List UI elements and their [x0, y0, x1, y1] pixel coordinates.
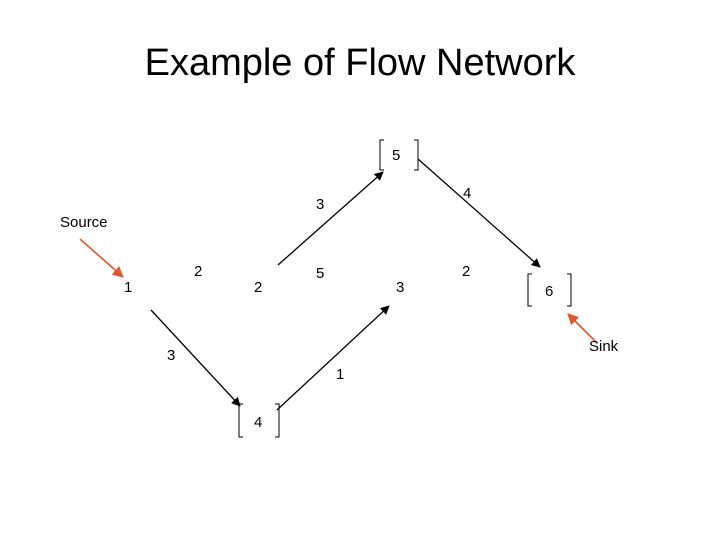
node-box-4	[238, 403, 280, 438]
edge-label-2-5: 3	[316, 196, 324, 213]
source-label: Source	[60, 214, 108, 231]
node-6: 6	[545, 283, 553, 300]
node-4: 4	[254, 414, 262, 431]
node-5: 5	[392, 147, 400, 164]
edge-label-1-2: 2	[194, 263, 202, 280]
node-box-6	[527, 273, 572, 307]
edge-5-to-6	[417, 158, 541, 268]
page-title: Example of Flow Network	[144, 42, 576, 84]
sink-pointer-arrow	[567, 313, 598, 344]
edge-label-4-3: 1	[336, 366, 344, 383]
node-3: 3	[396, 279, 404, 296]
node-box-5	[379, 139, 419, 171]
edge-4-to-3	[276, 305, 390, 411]
edge-label-1-4: 3	[167, 347, 175, 364]
source-pointer-arrow	[79, 238, 124, 278]
node-2: 2	[254, 279, 262, 296]
edge-label-3-6: 2	[462, 263, 470, 280]
node-1: 1	[124, 279, 132, 296]
edge-label-5-6: 4	[463, 185, 471, 202]
sink-label: Sink	[589, 338, 619, 355]
edge-2-to-5	[277, 171, 384, 266]
edge-1-to-4	[150, 309, 241, 407]
edge-label-2-3: 5	[316, 265, 324, 282]
